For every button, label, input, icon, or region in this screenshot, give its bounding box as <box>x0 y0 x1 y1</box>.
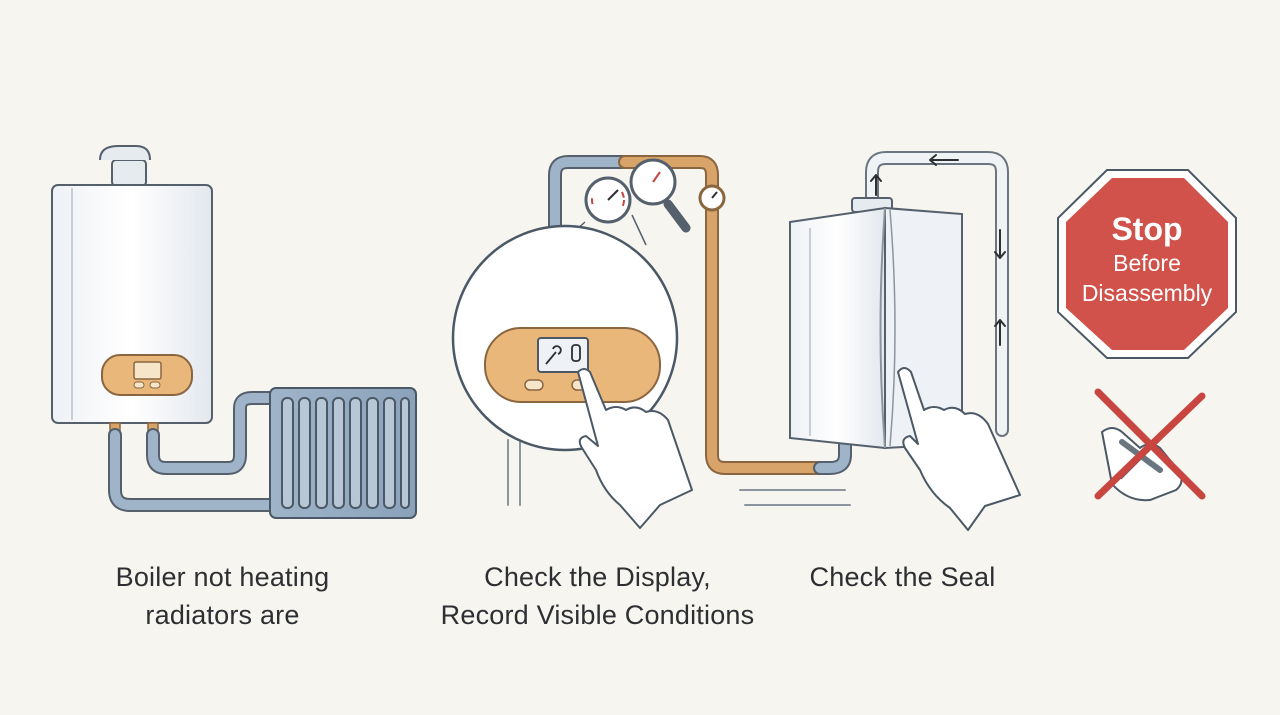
step1-caption: Boiler not heating radiators are <box>70 558 375 634</box>
pressure-gauge-icon <box>584 176 726 224</box>
boiler-icon <box>51 145 213 436</box>
step1-caption-line2: radiators are <box>145 600 300 630</box>
control-panel-icon <box>484 327 661 403</box>
step3-caption-line1: Check the Seal <box>809 562 996 592</box>
step2-caption-line2: Record Visible Conditions <box>440 600 755 630</box>
stop-title: Stop <box>1111 211 1182 247</box>
radiator-icon <box>269 387 417 519</box>
stop-line2: Disassembly <box>1082 280 1213 306</box>
pipes-step2 <box>507 155 852 506</box>
stop-line1: Before <box>1113 250 1181 276</box>
pointing-hand-seal-icon <box>897 367 1021 531</box>
pointing-hand-icon <box>577 368 693 529</box>
stop-sign-icon: Stop Before Disassembly <box>1057 169 1237 359</box>
magnifier-icon <box>629 158 691 233</box>
step2-caption-line1: Check the Display, <box>484 562 711 592</box>
pipes-step1 <box>108 391 279 512</box>
step3-caption: Check the Seal <box>790 558 1015 596</box>
step2-caption: Check the Display, Record Visible Condit… <box>420 558 775 634</box>
pipes-step3 <box>865 151 1009 437</box>
step1-caption-line1: Boiler not heating <box>115 562 330 592</box>
no-tools-icon <box>1094 388 1206 502</box>
